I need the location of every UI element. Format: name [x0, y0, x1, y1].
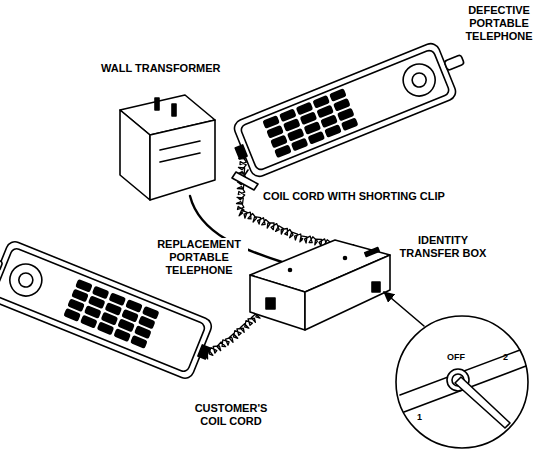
key: [280, 109, 296, 121]
key: [102, 313, 118, 325]
key: [334, 99, 350, 111]
key: [64, 309, 80, 321]
switch-position: 1: [416, 412, 423, 422]
part-label: COIL CORD WITH SHORTING CLIP: [262, 190, 446, 203]
key: [139, 317, 155, 329]
wall-transformer: [155, 98, 159, 110]
defective-telephone: [226, 34, 475, 181]
defective-telephone: [232, 41, 458, 179]
part-label: REPLACEMENT PORTABLE TELEPHONE: [150, 238, 248, 277]
key: [72, 290, 88, 302]
key: [106, 303, 122, 315]
defective-telephone: [398, 59, 440, 101]
key: [292, 139, 308, 151]
identity-transfer-box: [266, 298, 275, 309]
key: [68, 299, 84, 311]
identity-transfer-box: [365, 248, 379, 257]
defective-telephone: [263, 89, 357, 157]
wall-transformer: [120, 95, 215, 200]
key: [301, 112, 317, 124]
wall-transformer: [160, 141, 200, 150]
key: [297, 103, 313, 115]
key: [143, 307, 159, 319]
key: [313, 96, 329, 108]
key: [126, 300, 142, 312]
key: [338, 109, 354, 121]
wall-transformer: [120, 110, 150, 200]
key: [93, 287, 109, 299]
key: [342, 118, 358, 130]
switch-inset: [384, 292, 424, 326]
key: [305, 122, 321, 134]
key: [98, 323, 114, 335]
defective-telephone: [444, 55, 464, 71]
key: [114, 329, 130, 341]
switch-inset: [396, 316, 528, 448]
replacement-telephone: [0, 258, 3, 271]
key: [118, 320, 134, 332]
identity-transfer-box: [250, 275, 305, 330]
switch-inset: [455, 377, 510, 428]
key: [135, 326, 151, 338]
key: [309, 132, 325, 144]
key: [131, 336, 147, 348]
key: [330, 89, 346, 101]
key: [122, 310, 138, 322]
replacement-telephone: [198, 345, 210, 359]
key: [271, 136, 287, 148]
replacement-telephone: [17, 271, 35, 289]
key: [317, 106, 333, 118]
identity-transfer-box: [372, 282, 380, 292]
part-label: IDENTITY TRANSFER BOX: [396, 234, 490, 260]
shorting-clip: [244, 170, 248, 176]
key: [85, 306, 101, 318]
key: [325, 125, 341, 137]
identity-transfer-box: [344, 257, 347, 260]
defective-telephone: [410, 71, 428, 89]
wall-transformer: [150, 120, 215, 200]
defective-telephone: [240, 49, 451, 171]
defective-telephone: [235, 145, 247, 159]
part-label: DEFECTIVE PORTABLE TELEPHONE: [458, 4, 540, 43]
key: [263, 116, 279, 128]
key: [284, 119, 300, 131]
key: [275, 145, 291, 157]
switch-position: 2: [502, 352, 509, 362]
wall-transformer: [160, 153, 200, 162]
key: [288, 129, 304, 141]
key: [110, 293, 126, 305]
replacement-telephone: [5, 259, 47, 301]
part-label: CUSTOMER'S COIL CORD: [188, 402, 274, 428]
key: [81, 316, 97, 328]
key: [89, 296, 105, 308]
part-label: WALL TRANSFORMER: [100, 62, 222, 75]
identity-transfer-box: [250, 240, 390, 330]
key: [267, 126, 283, 138]
replacement-telephone: [64, 280, 158, 348]
key: [321, 115, 337, 127]
identity-transfer-box: [305, 255, 390, 330]
identity-transfer-box: [289, 269, 292, 272]
key: [76, 280, 92, 292]
switch-position: OFF: [446, 352, 466, 362]
switch-inset: [384, 292, 528, 448]
wall-transformer: [172, 104, 176, 116]
